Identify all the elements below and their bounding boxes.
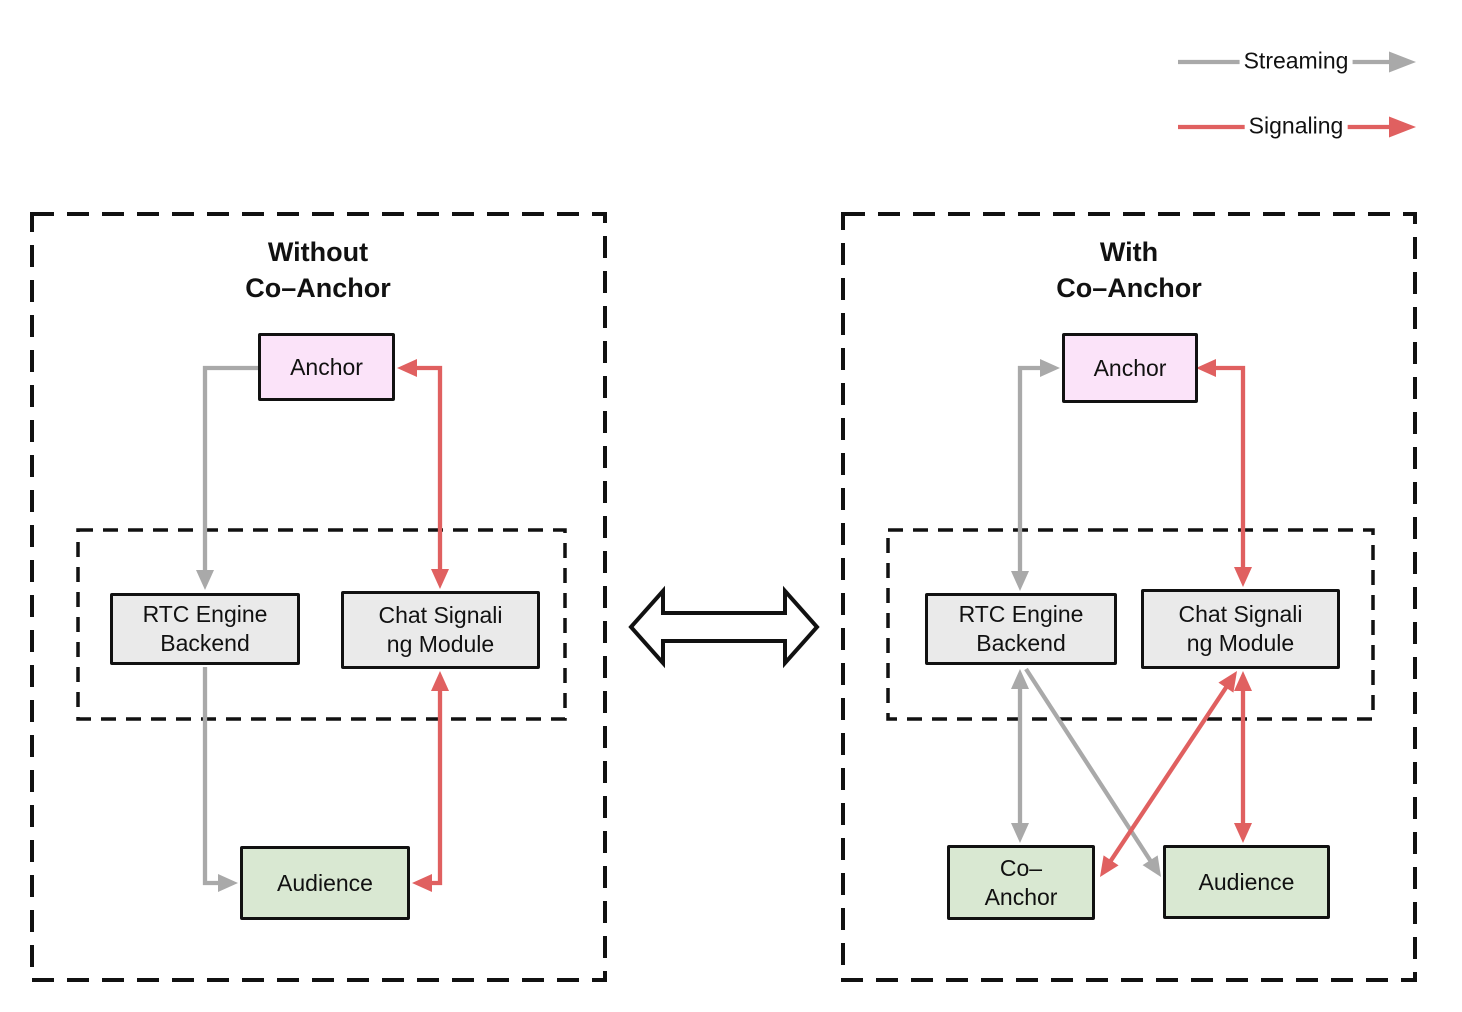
inner-frame-with	[886, 528, 1375, 721]
edge-with-chat-audience-signaling	[1234, 671, 1252, 843]
panel-equivalence-arrow	[628, 585, 820, 669]
outer-frame-without	[30, 212, 607, 982]
legend-signaling-arrow	[1178, 116, 1416, 138]
edge-with-chat-coanchor-signaling	[1100, 671, 1237, 877]
edge-without-anchor-to-rtc-streaming	[196, 365, 258, 590]
outer-frame-with	[841, 212, 1417, 982]
edge-with-rtc-to-audience-streaming	[1024, 667, 1161, 877]
edge-with-rtc-coanchor-streaming	[1011, 669, 1029, 843]
inner-frame-without	[76, 528, 567, 721]
edge-without-anchor-chat-signaling	[397, 359, 449, 589]
legend-streaming-arrow	[1178, 51, 1416, 73]
edge-without-rtc-to-audience-streaming	[202, 667, 238, 892]
edge-with-anchor-rtc-streaming	[1011, 359, 1060, 591]
edge-with-anchor-chat-signaling	[1196, 359, 1252, 587]
edge-without-chat-audience-signaling	[412, 671, 449, 892]
